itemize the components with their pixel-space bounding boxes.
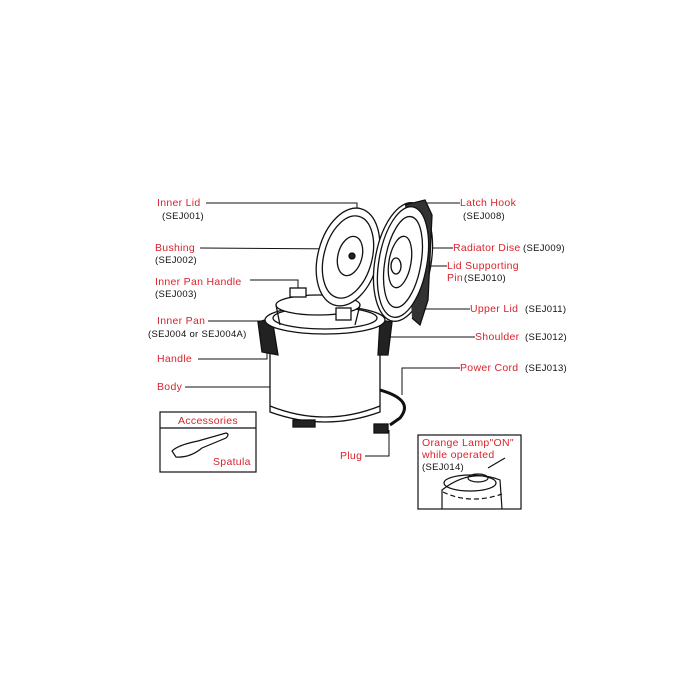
code-latch-hook: (SEJ008) bbox=[463, 211, 506, 222]
lamp-inset-box bbox=[417, 434, 522, 510]
code-inner-lid: (SEJ001) bbox=[162, 211, 205, 222]
code-inner-pan-handle: (SEJ003) bbox=[155, 289, 198, 300]
code-shoulder: (SEJ012) bbox=[525, 332, 568, 343]
lamp-code: (SEJ014) bbox=[422, 462, 465, 473]
label-shoulder: Shoulder bbox=[475, 331, 520, 343]
leader-power-cord bbox=[401, 367, 460, 395]
leader-plug bbox=[365, 430, 390, 457]
label-body: Body bbox=[157, 381, 183, 393]
accessory-spatula: Spatula bbox=[213, 456, 251, 468]
label-handle: Handle bbox=[157, 353, 193, 365]
label-lid-supporting: Lid Supporting bbox=[447, 260, 519, 272]
code-inner-pan: (SEJ004 or SEJ004A) bbox=[148, 329, 247, 340]
leader-inner-lid bbox=[206, 202, 358, 212]
lamp-label-line2: while operated bbox=[422, 449, 495, 461]
spatula-icon bbox=[171, 432, 229, 458]
label-latch-hook: Latch Hook bbox=[460, 197, 517, 209]
leader-handle bbox=[198, 346, 268, 360]
label-power-cord: Power Cord bbox=[460, 362, 519, 374]
code-bushing: (SEJ002) bbox=[155, 255, 198, 266]
leader-inner-pan-handle bbox=[250, 279, 299, 291]
label-plug: Plug bbox=[340, 450, 363, 462]
label-inner-pan-handle: Inner Pan Handle bbox=[155, 276, 242, 288]
label-upper-lid: Upper Lid bbox=[470, 303, 519, 315]
code-lid-supporting-pin: (SEJ010) bbox=[464, 273, 507, 284]
accessories-title: Accessories bbox=[178, 415, 238, 427]
lamp-label-line1: Orange Lamp"ON" bbox=[422, 437, 514, 449]
label-inner-lid: Inner Lid bbox=[157, 197, 201, 209]
rice-cooker-illustration bbox=[257, 199, 434, 434]
label-radiator-dise: Radiator Dise bbox=[453, 242, 521, 254]
label-inner-pan: Inner Pan bbox=[157, 315, 206, 327]
accessories-box bbox=[159, 411, 257, 473]
code-upper-lid: (SEJ011) bbox=[525, 304, 567, 315]
label-bushing: Bushing bbox=[155, 242, 196, 254]
code-power-cord: (SEJ013) bbox=[525, 363, 568, 374]
label-pin: Pin bbox=[447, 272, 464, 284]
code-radiator-dise: (SEJ009) bbox=[523, 243, 566, 254]
